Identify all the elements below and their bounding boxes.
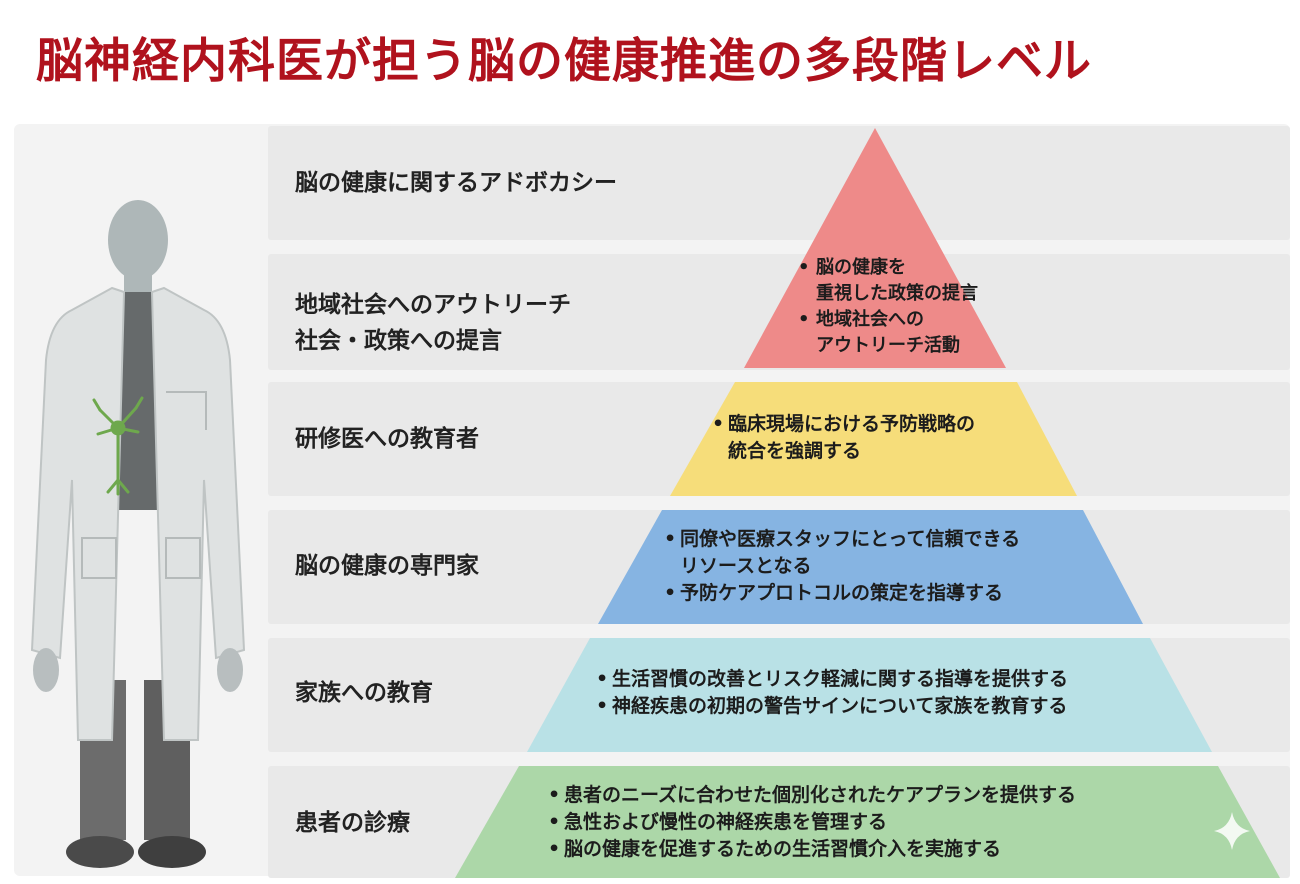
doctor-hand-left <box>33 648 59 692</box>
bullet-item: 臨床現場における予防戦略の 統合を強調する <box>712 411 975 465</box>
bullet-line: 重視した政策の提言 <box>816 283 978 304</box>
doctor-neck <box>124 272 152 294</box>
level-label-line: 脳の健康の専門家 <box>295 553 479 579</box>
level-label-line: 家族への教育 <box>295 680 433 706</box>
bullet-item: 脳の健康を 重視した政策の提言 <box>798 255 978 307</box>
bullet-line: アウトリーチ活動 <box>816 335 960 356</box>
bullet-line: 神経疾患の初期の警告サインについて家族を教育する <box>612 695 1068 717</box>
doctor-shoe-right <box>138 836 206 868</box>
level-label-line: 地域社会へのアウトリーチ <box>295 292 571 318</box>
level-label-family: 家族への教育 <box>295 675 433 711</box>
bullet-item: 脳の健康を促進するための生活習慣介入を実施する <box>548 836 1076 863</box>
bullets-expert: 同僚や医療スタッフにとって信頼できる リソースとなる 予防ケアプロトコルの策定を… <box>664 526 1020 607</box>
neurologist-illustration <box>30 200 246 868</box>
bullet-item: 急性および慢性の神経疾患を管理する <box>548 809 1076 836</box>
bullet-line: 予防ケアプロトコルの策定を指導する <box>680 582 1004 604</box>
doctor-pocket-left <box>81 537 117 579</box>
doctor-hand-right <box>217 648 243 692</box>
bullet-line: リソースとなる <box>680 555 812 577</box>
bullet-item: 予防ケアプロトコルの策定を指導する <box>664 580 1020 607</box>
level-label-expert: 脳の健康の専門家 <box>295 548 479 584</box>
bullets-patient: 患者のニーズに合わせた個別化されたケアプランを提供する 急性および慢性の神経疾患… <box>548 782 1076 863</box>
doctor-shoe-left <box>66 836 134 868</box>
bullets-educator: 臨床現場における予防戦略の 統合を強調する <box>712 411 975 465</box>
bullet-item: 生活習慣の改善とリスク軽減に関する指導を提供する <box>596 666 1068 693</box>
bullet-line: 地域社会への <box>816 309 924 330</box>
level-label-patient: 患者の診療 <box>295 805 410 841</box>
level-label-advocacy: 脳の健康に関するアドボカシー <box>295 165 617 201</box>
level-label-line: 社会・政策への提言 <box>295 328 502 354</box>
bullet-line: 同僚や医療スタッフにとって信頼できる <box>680 528 1021 550</box>
bullet-line: 生活習慣の改善とリスク軽減に関する指導を提供する <box>612 668 1069 690</box>
bullet-line: 急性および慢性の神経疾患を管理する <box>564 811 888 833</box>
bullets-outreach: 脳の健康を 重視した政策の提言 地域社会への アウトリーチ活動 <box>798 255 978 359</box>
neuron-icon <box>92 396 144 496</box>
bullet-line: 脳の健康を促進するための生活習慣介入を実施する <box>564 838 1002 860</box>
bullet-item: 神経疾患の初期の警告サインについて家族を教育する <box>596 693 1068 720</box>
doctor-head <box>108 200 168 280</box>
bullets-family: 生活習慣の改善とリスク軽減に関する指導を提供する 神経疾患の初期の警告サインにつ… <box>596 666 1068 720</box>
level-label-outreach: 地域社会へのアウトリーチ 社会・政策への提言 <box>295 287 571 359</box>
bullet-line: 統合を強調する <box>728 440 862 462</box>
level-label-line: 患者の診療 <box>295 810 410 836</box>
bullet-line: 患者のニーズに合わせた個別化されたケアプランを提供する <box>564 784 1077 806</box>
bullet-line: 臨床現場における予防戦略の <box>728 413 976 435</box>
doctor-pocket-right <box>165 537 201 579</box>
level-label-line: 脳の健康に関するアドボカシー <box>295 170 617 196</box>
sparkle-icon <box>1214 812 1250 850</box>
bullet-item: 患者のニーズに合わせた個別化されたケアプランを提供する <box>548 782 1076 809</box>
doctor-lab-coat <box>30 286 246 741</box>
doctor-pocket-chest <box>166 391 207 430</box>
bullet-line: 脳の健康を <box>816 257 906 278</box>
level-label-line: 研修医への教育者 <box>295 426 479 452</box>
bullet-item: 同僚や医療スタッフにとって信頼できる リソースとなる <box>664 526 1020 580</box>
level-label-educator: 研修医への教育者 <box>295 421 479 457</box>
bullet-item: 地域社会への アウトリーチ活動 <box>798 307 978 359</box>
band-level-1 <box>268 126 1290 240</box>
page-title: 脳神経内科医が担う脳の健康推進の多段階レベル <box>36 34 1092 89</box>
